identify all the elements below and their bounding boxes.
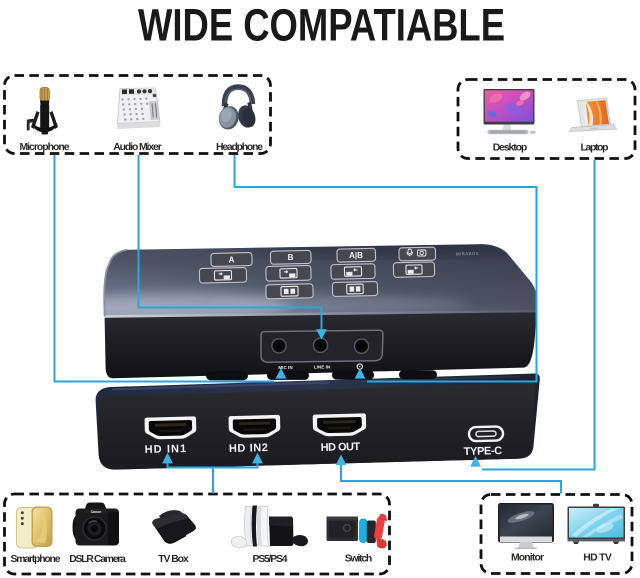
svg-text:TYPE-C: TYPE-C: [464, 445, 503, 458]
svg-text:WIDE COMPATIABLE: WIDE COMPATIABLE: [138, 0, 505, 51]
svg-text:MIC IN: MIC IN: [278, 365, 293, 370]
svg-text:Canon: Canon: [91, 510, 102, 514]
svg-text:DSLR Camera: DSLR Camera: [69, 554, 126, 565]
svg-text:Switch: Switch: [345, 554, 373, 565]
svg-text:Monitor: Monitor: [511, 553, 544, 564]
svg-text:LINE IN: LINE IN: [314, 365, 331, 370]
svg-text:Smartphone: Smartphone: [11, 554, 61, 565]
svg-text:HD IN2: HD IN2: [229, 442, 268, 455]
svg-text:A: A: [229, 255, 235, 264]
svg-text:A|B: A|B: [349, 251, 363, 260]
svg-text:HD OUT: HD OUT: [321, 441, 361, 454]
svg-text:MIRABOX: MIRABOX: [456, 251, 479, 257]
svg-text:HD TV: HD TV: [583, 553, 612, 564]
svg-text:B: B: [288, 253, 294, 262]
svg-text:Audio Mixer: Audio Mixer: [113, 142, 162, 153]
svg-text:TV Box: TV Box: [158, 554, 189, 565]
svg-text:Headphone: Headphone: [216, 142, 263, 153]
svg-text:HD IN1: HD IN1: [145, 443, 187, 456]
svg-text:Desktop: Desktop: [493, 143, 528, 154]
svg-text:Laptop: Laptop: [581, 143, 609, 154]
svg-text:PS5/PS4: PS5/PS4: [253, 554, 288, 565]
svg-text:Microphone: Microphone: [20, 142, 70, 153]
